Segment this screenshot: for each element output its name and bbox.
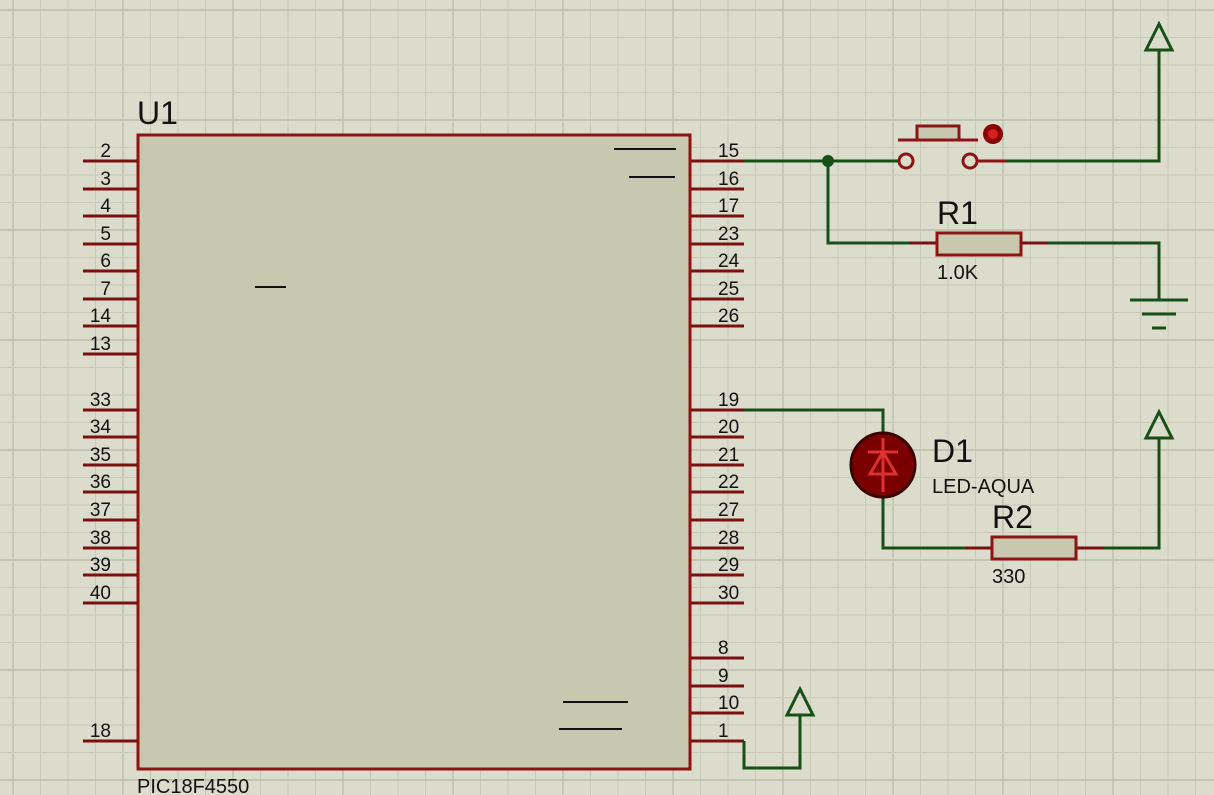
pin-number: 17 bbox=[718, 196, 739, 217]
wire-led-to-r2 bbox=[881, 497, 965, 550]
power-terminal-mclr[interactable] bbox=[784, 685, 816, 717]
resistor-r1[interactable]: R1 1.0K bbox=[910, 195, 1048, 284]
pin-number: 3 bbox=[100, 169, 111, 190]
r2-value: 330 bbox=[992, 566, 1025, 588]
pin-number: 14 bbox=[90, 306, 112, 327]
wire-mclr-to-vcc bbox=[742, 715, 802, 770]
r1-value: 1.0K bbox=[937, 262, 979, 284]
pin-number: 10 bbox=[718, 693, 739, 714]
chip-part-name: PIC18F4550 bbox=[137, 776, 249, 795]
diode-icon bbox=[867, 438, 899, 492]
wire-r1-to-ground bbox=[1048, 241, 1161, 300]
pin-number: 16 bbox=[718, 169, 739, 190]
power-terminals bbox=[784, 20, 1175, 717]
pin-number: 22 bbox=[718, 472, 739, 493]
pin-number: 33 bbox=[90, 390, 111, 411]
pin-number: 24 bbox=[718, 251, 740, 272]
wire-rd0-to-led bbox=[744, 408, 885, 435]
pin-number: 34 bbox=[90, 417, 112, 438]
pin-number: 36 bbox=[90, 472, 111, 493]
button-state-icon[interactable] bbox=[983, 124, 1003, 144]
power-terminal-top[interactable] bbox=[1143, 20, 1175, 52]
pin-number: 26 bbox=[718, 306, 739, 327]
pin-number: 29 bbox=[718, 555, 739, 576]
pin-number: 39 bbox=[90, 555, 111, 576]
pin-number: 4 bbox=[100, 196, 111, 217]
pin-number: 20 bbox=[718, 417, 739, 438]
wire-junction-dot bbox=[822, 155, 834, 167]
wire-button-to-vcc bbox=[1006, 50, 1161, 163]
d1-refdes: D1 bbox=[932, 433, 973, 469]
pin-number: 23 bbox=[718, 224, 739, 245]
pin-number: 1 bbox=[718, 721, 729, 742]
chip-refdes: U1 bbox=[137, 95, 178, 131]
pin-number: 19 bbox=[718, 390, 739, 411]
button-contact-left bbox=[897, 152, 915, 170]
pin-number: 5 bbox=[100, 224, 111, 245]
button-cap[interactable] bbox=[915, 124, 961, 142]
chip-body[interactable] bbox=[136, 133, 692, 771]
button-contact-right bbox=[961, 152, 979, 170]
d1-value: LED-AQUA bbox=[932, 476, 1035, 498]
led-d1[interactable]: D1 LED-AQUA bbox=[849, 431, 1035, 499]
pin-number: 15 bbox=[718, 141, 739, 162]
pin-number: 38 bbox=[90, 528, 111, 549]
pin-number: 2 bbox=[100, 141, 111, 162]
pin-number: 25 bbox=[718, 279, 739, 300]
ground-symbol[interactable] bbox=[1130, 298, 1188, 330]
pin-number: 35 bbox=[90, 445, 111, 466]
pin-number: 30 bbox=[718, 583, 739, 604]
wires bbox=[742, 50, 1161, 770]
pin-number: 27 bbox=[718, 500, 739, 521]
wire-r2-to-vcc bbox=[1104, 438, 1161, 550]
pin-number: 21 bbox=[718, 445, 739, 466]
wire-junction-to-r1 bbox=[826, 161, 910, 245]
r1-refdes: R1 bbox=[937, 195, 978, 231]
power-terminal-d1[interactable] bbox=[1143, 408, 1175, 440]
r1-body[interactable] bbox=[935, 231, 1023, 257]
pin-number: 37 bbox=[90, 500, 111, 521]
pin-number: 40 bbox=[90, 583, 111, 604]
push-button[interactable] bbox=[897, 124, 1006, 170]
pin-number: 28 bbox=[718, 528, 739, 549]
chip-u1[interactable]: 2RA0/AN03RA1/AN14RA2/AN2/VREF-/CVREF5RA3… bbox=[83, 95, 744, 795]
resistor-r2[interactable]: R2 330 bbox=[965, 499, 1104, 588]
pin-number: 8 bbox=[718, 638, 729, 659]
r2-body[interactable] bbox=[990, 535, 1078, 561]
pin-number: 7 bbox=[100, 279, 111, 300]
pin-number: 18 bbox=[90, 721, 111, 742]
pin-number: 9 bbox=[718, 666, 729, 687]
pin-number: 6 bbox=[100, 251, 111, 272]
r2-refdes: R2 bbox=[992, 499, 1033, 535]
pin-number: 13 bbox=[90, 334, 111, 355]
